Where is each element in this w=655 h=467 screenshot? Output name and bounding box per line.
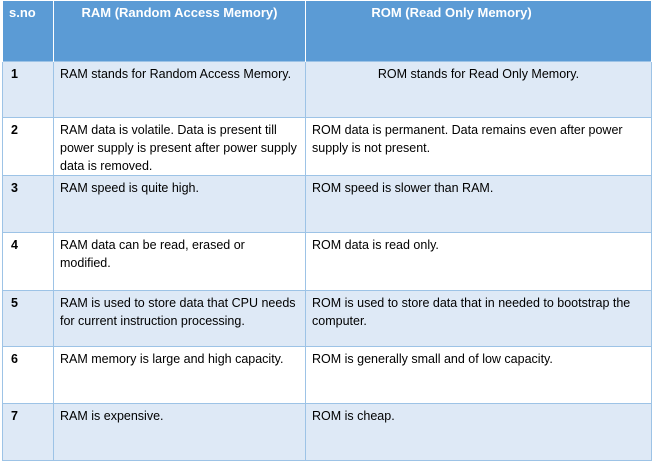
ram-cell: RAM memory is large and high capacity. bbox=[53, 345, 306, 404]
rom-cell: ROM stands for Read Only Memory. bbox=[305, 60, 652, 118]
row-number: 5 bbox=[2, 289, 54, 347]
table-row: 3 RAM speed is quite high. ROM speed is … bbox=[2, 174, 652, 233]
table-body: 1 RAM stands for Random Access Memory. R… bbox=[2, 60, 652, 461]
rom-cell: ROM data is read only. bbox=[305, 231, 652, 291]
row-number: 6 bbox=[2, 345, 54, 404]
rom-cell: ROM is cheap. bbox=[305, 402, 652, 461]
ram-cell: RAM data is volatile. Data is present ti… bbox=[53, 116, 306, 176]
table-row: 5 RAM is used to store data that CPU nee… bbox=[2, 289, 652, 347]
header-ram: RAM (Random Access Memory) bbox=[53, 1, 306, 61]
ram-cell: RAM data can be read, erased or modified… bbox=[53, 231, 306, 291]
rom-cell: ROM is generally small and of low capaci… bbox=[305, 345, 652, 404]
ram-vs-rom-table: s.no RAM (Random Access Memory) ROM (Rea… bbox=[2, 1, 652, 461]
ram-cell: RAM is expensive. bbox=[53, 402, 306, 461]
header-rom: ROM (Read Only Memory) bbox=[305, 1, 652, 61]
table-row: 6 RAM memory is large and high capacity.… bbox=[2, 345, 652, 404]
table-row: 2 RAM data is volatile. Data is present … bbox=[2, 116, 652, 176]
row-number: 4 bbox=[2, 231, 54, 291]
rom-cell: ROM is used to store data that in needed… bbox=[305, 289, 652, 347]
table-row: 7 RAM is expensive. ROM is cheap. bbox=[2, 402, 652, 461]
comparison-table-container: s.no RAM (Random Access Memory) ROM (Rea… bbox=[2, 1, 652, 461]
header-row: s.no RAM (Random Access Memory) ROM (Rea… bbox=[2, 1, 652, 61]
row-number: 7 bbox=[2, 402, 54, 461]
rom-cell: ROM speed is slower than RAM. bbox=[305, 174, 652, 233]
rom-cell: ROM data is permanent. Data remains even… bbox=[305, 116, 652, 176]
table-row: 1 RAM stands for Random Access Memory. R… bbox=[2, 60, 652, 118]
table-row: 4 RAM data can be read, erased or modifi… bbox=[2, 231, 652, 291]
ram-cell: RAM stands for Random Access Memory. bbox=[53, 60, 306, 118]
row-number: 2 bbox=[2, 116, 54, 176]
row-number: 3 bbox=[2, 174, 54, 233]
ram-cell: RAM is used to store data that CPU needs… bbox=[53, 289, 306, 347]
header-sno: s.no bbox=[2, 1, 54, 61]
row-number: 1 bbox=[2, 60, 54, 118]
table-header: s.no RAM (Random Access Memory) ROM (Rea… bbox=[2, 1, 652, 61]
ram-cell: RAM speed is quite high. bbox=[53, 174, 306, 233]
